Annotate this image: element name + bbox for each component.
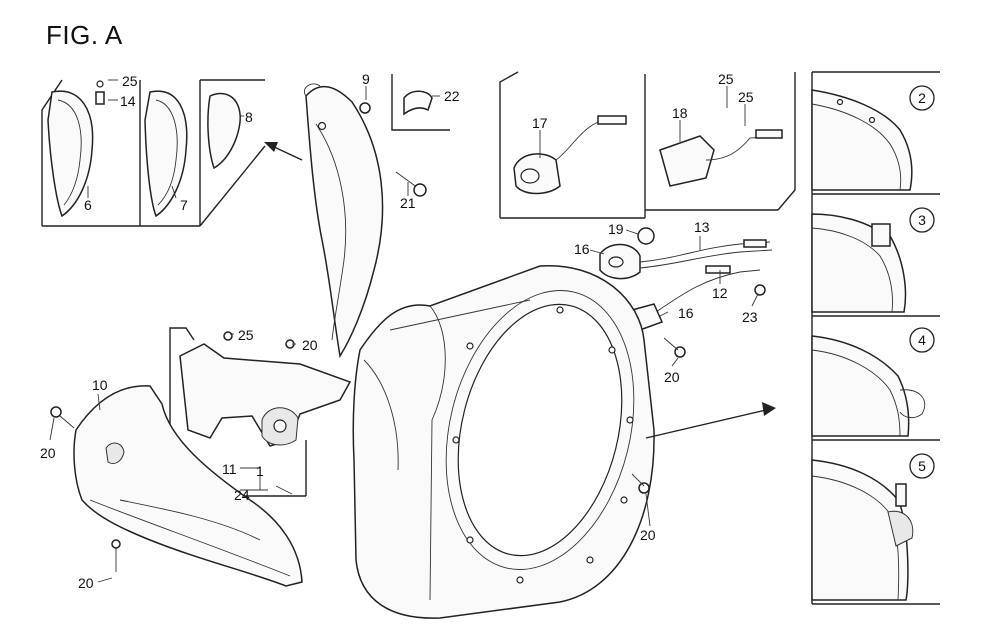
callout-20: 20 — [40, 445, 56, 461]
callout-20: 20 — [302, 337, 318, 353]
upper-shroud — [304, 83, 427, 359]
callout-6: 6 — [84, 197, 92, 213]
arrow-to-variants — [645, 402, 776, 439]
callout-25: 25 — [718, 71, 734, 87]
variant-column — [811, 71, 940, 605]
callouts: 25 14 6 7 8 9 22 21 17 18 25 25 19 13 16… — [40, 71, 758, 591]
arrow-to-inset — [264, 142, 303, 161]
callout-25: 25 — [738, 89, 754, 105]
leader-lines — [49, 79, 759, 583]
figure-title: FIG. A — [46, 20, 123, 50]
callout-23: 23 — [742, 309, 758, 325]
variant-number: 4 — [918, 332, 926, 348]
callout-20: 20 — [78, 575, 94, 591]
callout-22: 22 — [444, 88, 460, 104]
callout-21: 21 — [400, 195, 416, 211]
callout-11: 11 — [222, 461, 237, 477]
inset-clip-22 — [391, 74, 450, 131]
variant-number: 5 — [918, 458, 926, 474]
variant-badge-4: 4 — [909, 327, 935, 353]
callout-20: 20 — [640, 527, 656, 543]
callout-24: 24 — [234, 487, 250, 503]
callout-12: 12 — [712, 285, 728, 301]
callout-14: 14 — [120, 93, 136, 109]
wiring-group — [599, 227, 773, 358]
variant-number: 3 — [918, 212, 926, 228]
callout-16: 16 — [574, 241, 590, 257]
callout-13: 13 — [694, 219, 710, 235]
callout-8: 8 — [245, 109, 253, 125]
callout-25: 25 — [238, 327, 254, 343]
variant-number: 2 — [918, 90, 926, 106]
fan-shroud-housing — [352, 265, 655, 619]
callout-9: 9 — [362, 71, 370, 87]
variant-badge-2: 2 — [909, 85, 935, 111]
inset-terminal-panel — [499, 71, 796, 219]
callout-16: 16 — [678, 305, 694, 321]
callout-19: 19 — [608, 221, 624, 237]
callout-1: 1 — [256, 463, 264, 479]
callout-20: 20 — [664, 369, 680, 385]
callout-17: 17 — [532, 115, 548, 131]
callout-25: 25 — [122, 73, 138, 89]
variant-badge-3: 3 — [909, 207, 935, 233]
inset-panel-covers — [41, 79, 266, 227]
callout-18: 18 — [672, 105, 688, 121]
callout-10: 10 — [92, 377, 108, 393]
lower-cover — [50, 385, 303, 587]
callout-7: 7 — [180, 197, 188, 213]
variant-badge-5: 5 — [909, 453, 935, 479]
